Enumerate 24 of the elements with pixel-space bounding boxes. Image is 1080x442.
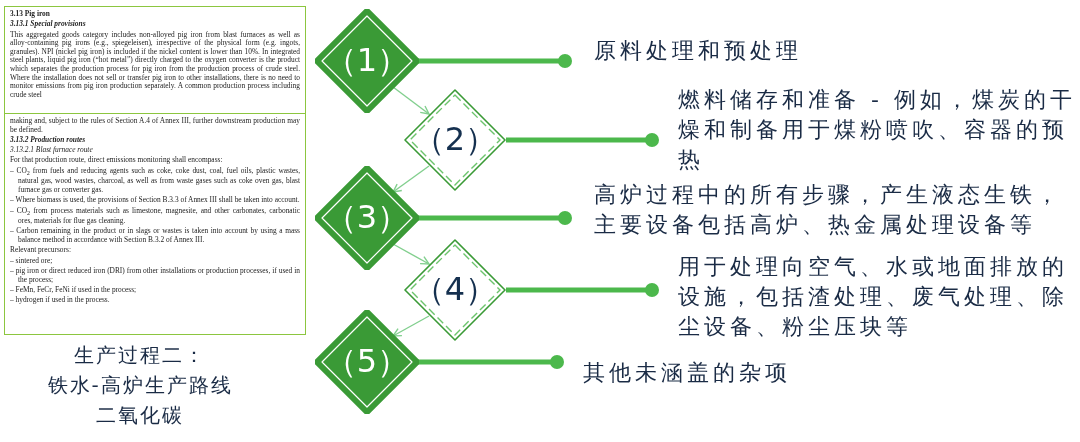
step-diamond: （2） — [403, 88, 507, 192]
arrow — [392, 315, 430, 337]
connector-line — [418, 211, 572, 225]
arrow — [392, 86, 430, 115]
caption-line: 铁水-高炉生产路线 — [47, 372, 233, 399]
step-diamond: （3） — [315, 166, 419, 270]
step-description: 燃料储存和准备 - 例如，煤炭的干燥和制备用于煤粉喷吹、容器的预热 — [652, 85, 1077, 177]
arrow — [392, 243, 430, 265]
connector-line — [506, 133, 659, 147]
step-diamond: （4） — [403, 238, 507, 342]
step-description: 高炉过程中的所有步骤，产生液态生铁，主要设备包括高炉、热金属处理设备等 — [565, 180, 1080, 244]
document-excerpt — [4, 113, 306, 335]
arrow — [392, 165, 430, 193]
caption-line: 生产过程二： — [74, 342, 206, 369]
step-diamond: （1） — [315, 9, 419, 113]
step-description: 其他未涵盖的杂项 — [557, 358, 877, 392]
step-description: 用于处理向空气、水或地面排放的设施，包括渣处理、废气处理、除尘设备、粉尘压块等 — [652, 252, 1077, 344]
step-diamond: （5） — [315, 310, 419, 414]
connector-line — [418, 355, 564, 369]
step-description: 原料处理和预处理 — [565, 36, 1075, 76]
connector-line — [506, 283, 659, 297]
caption-line: 二氧化碳 — [96, 402, 184, 429]
document-excerpt — [4, 6, 306, 114]
connector-line — [418, 54, 572, 68]
